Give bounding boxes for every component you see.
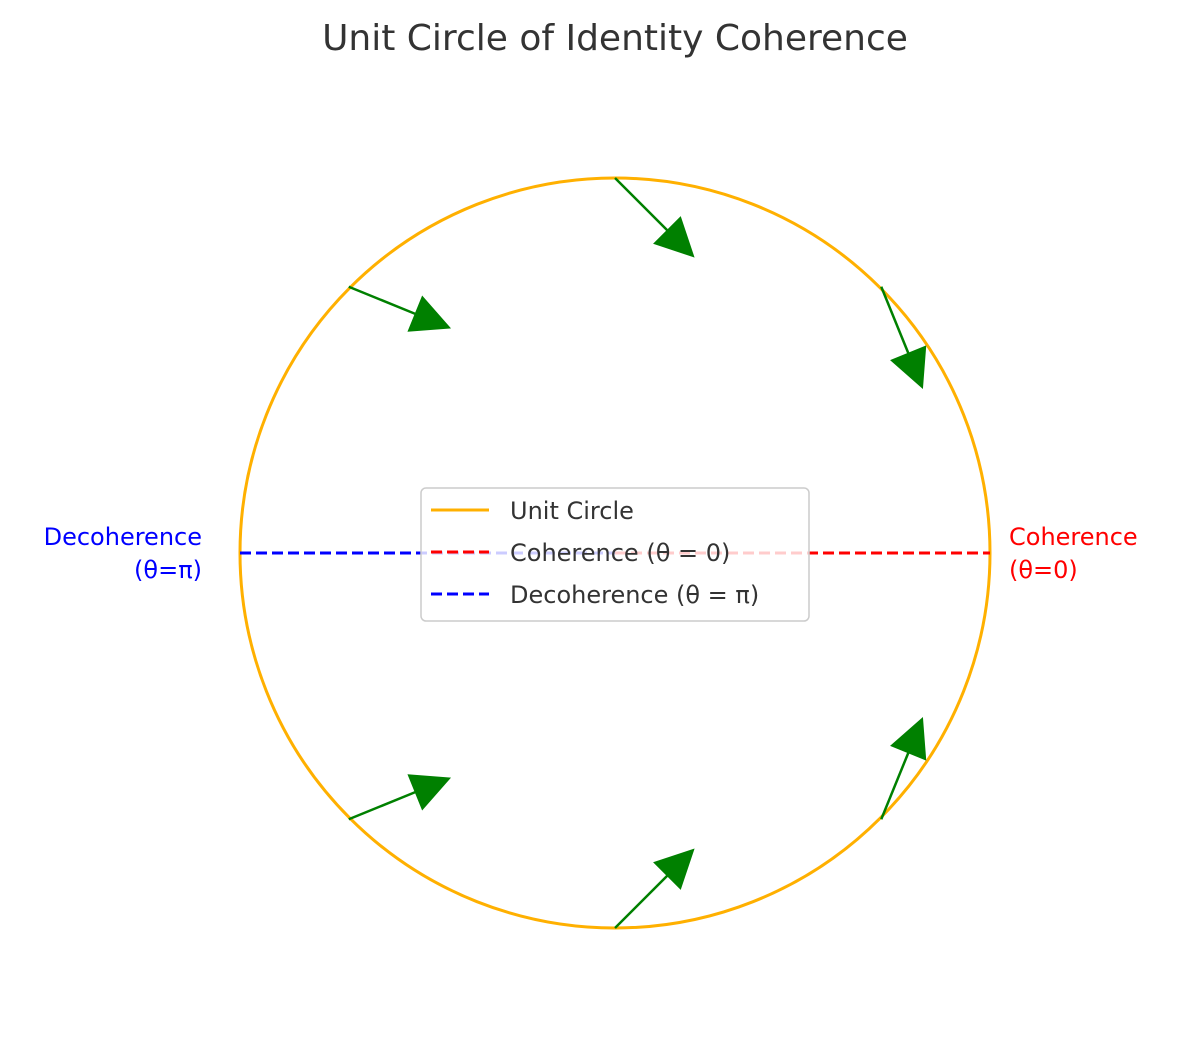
chart-title: Unit Circle of Identity Coherence: [322, 18, 908, 59]
arrow-head-5: [653, 848, 695, 890]
decoherence-label-line2: (θ=π): [134, 556, 202, 584]
legend-label-coherence: Coherence (θ = 0): [510, 539, 730, 567]
legend-label-decoherence: Decoherence (θ = π): [510, 581, 759, 609]
coherence-label-line1: Coherence: [1009, 523, 1138, 551]
decoherence-label-line1: Decoherence: [44, 523, 202, 551]
arrow-head-2: [890, 345, 927, 390]
arrow-head-4: [407, 774, 452, 811]
arrow-head-3: [407, 295, 452, 332]
arrow-shaft-5: [614, 874, 669, 929]
arrow-head-6: [890, 716, 927, 761]
arrow-shaft-1: [614, 177, 669, 232]
legend: Unit Circle Coherence (θ = 0) Decoherenc…: [420, 487, 810, 622]
arrow-head-1: [653, 216, 695, 258]
coherence-label-line2: (θ=0): [1009, 556, 1078, 584]
arrow-shaft-2: [880, 286, 910, 354]
legend-label-unit-circle: Unit Circle: [510, 497, 634, 525]
legend-box: [420, 487, 810, 622]
arrow-shaft-6: [880, 752, 910, 820]
arrow-shaft-3: [348, 285, 416, 316]
arrow-shaft-4: [348, 790, 416, 821]
